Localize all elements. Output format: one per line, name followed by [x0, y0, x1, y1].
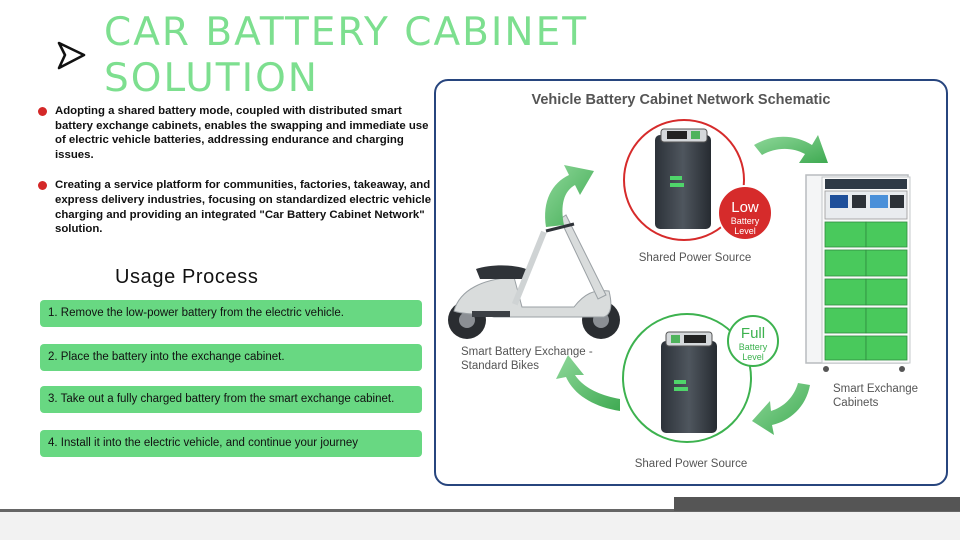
- bullet-list: Adopting a shared battery mode, coupled …: [36, 104, 436, 253]
- footer-divider: [0, 509, 960, 512]
- low-badge-big: Low: [731, 199, 759, 216]
- bullet-text: Creating a service platform for communit…: [55, 179, 432, 236]
- usage-step-4: 4. Install it into the electric vehicle,…: [40, 430, 422, 457]
- usage-step-2: 2. Place the battery into the exchange c…: [40, 344, 422, 371]
- cycle-arrow-icon: [556, 355, 620, 411]
- cycle-arrow-icon: [752, 383, 810, 435]
- bullet-dot-icon: [38, 181, 47, 191]
- low-badge-line1: Battery: [731, 216, 760, 226]
- schematic-title: Vehicle Battery Cabinet Network Schemati…: [532, 92, 831, 108]
- title-line-2: SOLUTION: [104, 56, 319, 101]
- usage-step-1: 1. Remove the low-power battery from the…: [40, 300, 422, 327]
- bottom-battery-group: Full Battery Level: [622, 313, 779, 443]
- scooter-icon: [448, 214, 620, 339]
- bike-label-line1: Smart Battery Exchange -: [461, 346, 593, 358]
- top-battery-label: Shared Power Source: [639, 252, 752, 264]
- footer-accent-bar: [674, 497, 960, 511]
- cabinet-label-line2: Cabinets: [833, 397, 879, 409]
- cabinet-icon: [805, 174, 911, 372]
- bullet-item: Adopting a shared battery mode, coupled …: [36, 104, 436, 162]
- bullet-text: Adopting a shared battery mode, coupled …: [55, 105, 429, 161]
- cycle-arrow-icon: [545, 165, 594, 227]
- battery-icon: [655, 128, 711, 229]
- network-schematic-panel: Vehicle Battery Cabinet Network Schemati…: [434, 79, 948, 486]
- full-badge-line2: Level: [742, 352, 764, 362]
- bottom-battery-label: Shared Power Source: [635, 458, 748, 470]
- top-battery-group: Low Battery Level: [623, 119, 773, 241]
- footer-band: [0, 511, 960, 540]
- cabinet-label-line1: Smart Exchange: [833, 383, 918, 395]
- usage-process-heading: Usage Process: [115, 266, 259, 288]
- full-badge-line1: Battery: [739, 342, 768, 352]
- full-badge-big: Full: [741, 325, 765, 342]
- bike-label-line2: Standard Bikes: [461, 360, 539, 372]
- title-arrow-icon: [57, 41, 86, 70]
- usage-step-3: 3. Take out a fully charged battery from…: [40, 386, 422, 413]
- page-title: CAR BATTERY CABINET SOLUTION: [104, 10, 624, 102]
- cycle-arrow-icon: [754, 135, 828, 163]
- bullet-item: Creating a service platform for communit…: [36, 178, 436, 236]
- low-badge-line2: Level: [734, 226, 756, 236]
- battery-icon: [661, 331, 717, 433]
- schematic-illustration: Vehicle Battery Cabinet Network Schemati…: [448, 92, 918, 470]
- title-line-1: CAR BATTERY CABINET: [104, 10, 589, 55]
- bullet-dot-icon: [38, 107, 47, 116]
